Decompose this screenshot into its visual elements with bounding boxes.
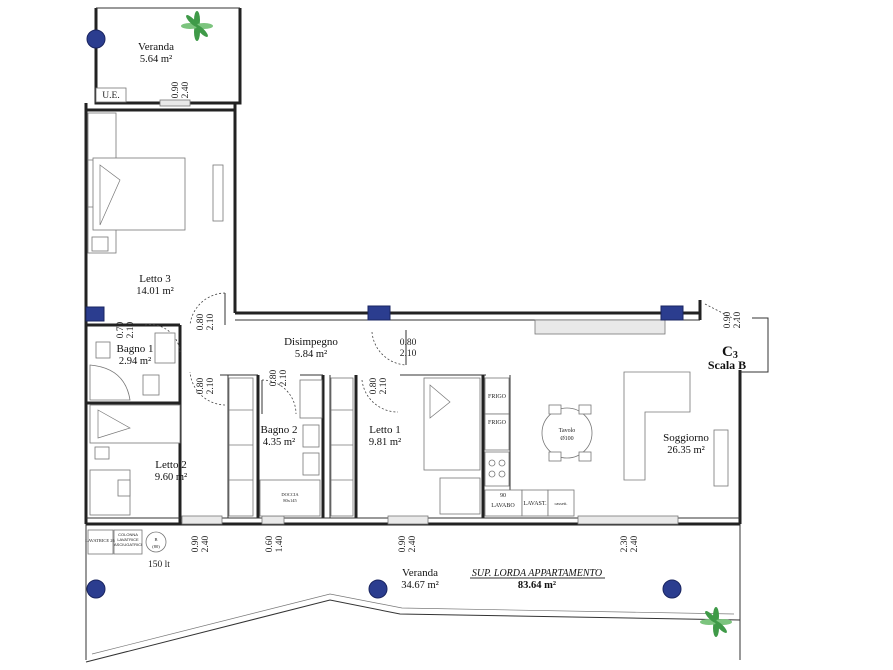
- room-area-veranda-bottom: 34.67 m²: [401, 580, 439, 591]
- room-name-veranda-top: Veranda: [138, 41, 174, 53]
- unit-code: C3: [722, 344, 738, 361]
- dim-win-letto1-width: 0.90: [398, 535, 408, 552]
- doccia-size: 80x145: [283, 498, 297, 503]
- room-labels: Veranda 5.64 m² Letto 3 14.01 m² Bagno 1…: [117, 41, 710, 591]
- dim-letto3-width: 0.80: [196, 313, 206, 330]
- room-area-veranda-top: 5.64 m²: [140, 54, 172, 65]
- dim-win-bagno2-height: 1.40: [275, 535, 285, 552]
- lavastoviglie-label: LAVAST.: [523, 501, 547, 507]
- colonna-label: COLONNA LAVATRICE ASCIUGATRICE: [114, 532, 142, 547]
- scala-label: Scala B: [708, 358, 746, 372]
- dim-win-letto2-height: 2.40: [201, 535, 211, 552]
- dim-bagno2-height: 2.10: [279, 369, 289, 386]
- dim-win-letto2-width: 0.90: [191, 535, 201, 552]
- room-name-bagno1: Bagno 1: [117, 343, 154, 355]
- room-area-bagno2: 4.35 m²: [263, 437, 295, 448]
- pillars: [85, 29, 684, 599]
- lavabo-number: 90: [500, 493, 506, 499]
- dim-disimpegno-height: 2.10: [400, 349, 417, 359]
- plant-icon: [700, 607, 732, 637]
- dim-letto3-height: 2.10: [206, 313, 216, 330]
- boiler-size-label: (80): [152, 544, 160, 549]
- room-name-soggiorno: Soggiorno: [663, 432, 709, 444]
- dim-disimpegno-width: 0.80: [400, 338, 417, 348]
- boiler-b-label: B: [154, 537, 157, 542]
- lavatrice-label: LAVATRICE 26: [85, 538, 115, 543]
- dim-letto2-width: 0.80: [196, 377, 206, 394]
- room-name-veranda-bottom: Veranda: [402, 567, 438, 579]
- room-name-letto2: Letto 2: [155, 459, 186, 471]
- sup-lorda-label: SUP. LORDA APPARTAMENTO: [472, 568, 602, 579]
- furniture: [87, 87, 729, 555]
- room-name-disimpegno: Disimpegno: [284, 336, 338, 348]
- dim-win-soggiorno-width: 2.30: [620, 535, 630, 552]
- dim-win-bagno2-width: 0.60: [265, 535, 275, 552]
- room-area-letto3: 14.01 m²: [136, 286, 174, 297]
- tavolo-size: Ø100: [560, 436, 573, 442]
- room-area-letto1: 9.81 m²: [369, 437, 401, 448]
- dim-ingresso-width: 0.90: [723, 311, 733, 328]
- dim-ingresso-height: 2.10: [733, 311, 743, 328]
- boiler-capacity: 150 lt: [148, 560, 170, 570]
- frigo-label-1: FRIGO: [488, 394, 507, 400]
- room-area-bagno1: 2.94 m²: [119, 356, 151, 367]
- dim-bagno1-width: 0.70: [116, 321, 126, 338]
- ue-label: U.E.: [102, 91, 119, 101]
- dimension-labels: 0.90 2.40 0.70 2.10 0.80 2.10 0.80 2.10 …: [116, 81, 743, 552]
- room-area-letto2: 9.60 m²: [155, 472, 187, 483]
- tavolo-label: Tavolo: [559, 428, 576, 434]
- dim-top-veranda-height: 2.40: [181, 81, 191, 98]
- windows: [159, 99, 679, 525]
- room-area-soggiorno: 26.35 m²: [667, 445, 705, 456]
- plant-icon: [181, 11, 213, 41]
- dim-bagno1-height: 2.10: [126, 321, 136, 338]
- dim-win-soggiorno-height: 2.40: [630, 535, 640, 552]
- frigo-label-2: FRIGO: [488, 420, 507, 426]
- lavabo-label: LAVABO: [491, 503, 515, 509]
- dim-letto2-height: 2.10: [206, 377, 216, 394]
- room-name-letto1: Letto 1: [369, 424, 400, 436]
- room-name-letto3: Letto 3: [139, 273, 171, 285]
- dim-letto1-height: 2.10: [379, 377, 389, 394]
- annotations: U.E. C3 Scala B SUP. LORDA APPARTAMENTO …: [85, 91, 746, 591]
- dim-bagno2-width: 0.80: [269, 369, 279, 386]
- sup-lorda-value: 83.64 m²: [518, 580, 556, 591]
- dim-win-letto1-height: 2.40: [408, 535, 418, 552]
- dim-top-veranda-width: 0.90: [171, 81, 181, 98]
- doccia-label: DOCCIA: [281, 492, 299, 497]
- door-swings: [144, 292, 741, 415]
- dim-letto1-width: 0.80: [369, 377, 379, 394]
- room-name-bagno2: Bagno 2: [261, 424, 298, 436]
- room-area-disimpegno: 5.84 m²: [295, 349, 327, 360]
- cassetti-label: cassett.: [554, 501, 567, 506]
